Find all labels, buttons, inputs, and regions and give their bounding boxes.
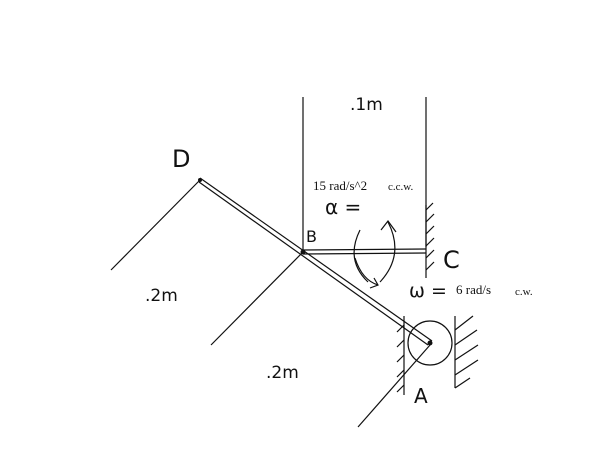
label-point-d: D xyxy=(172,145,190,173)
label-dim-left: .2m xyxy=(145,286,178,306)
label-dim-top: .1m xyxy=(350,95,383,115)
label-alpha-value: 15 rad/s^2 xyxy=(313,178,367,193)
alpha-arrow-icon xyxy=(353,220,397,283)
label-dim-bottom: .2m xyxy=(266,363,299,383)
joint-b xyxy=(300,249,306,255)
link-da xyxy=(198,177,433,346)
link-bc xyxy=(302,248,427,255)
label-alpha-symbol: α = xyxy=(325,195,361,219)
label-omega-symbol: ω = xyxy=(409,280,447,302)
pivot-support-a xyxy=(396,315,479,395)
joint-d xyxy=(198,178,202,182)
wall-support-c xyxy=(425,202,435,278)
label-point-b: B xyxy=(306,227,317,246)
omega-arrow-icon xyxy=(354,257,379,289)
label-point-a: A xyxy=(414,384,428,408)
dim-ext-a xyxy=(357,344,431,428)
dim-ext-b xyxy=(210,251,304,346)
label-point-c: C xyxy=(443,246,460,274)
dim-ext-d xyxy=(110,179,201,271)
label-alpha-dir: c.c.w. xyxy=(388,181,413,193)
label-omega-dir: c.w. xyxy=(515,286,533,298)
label-omega-value: 6 rad/s xyxy=(456,282,491,297)
